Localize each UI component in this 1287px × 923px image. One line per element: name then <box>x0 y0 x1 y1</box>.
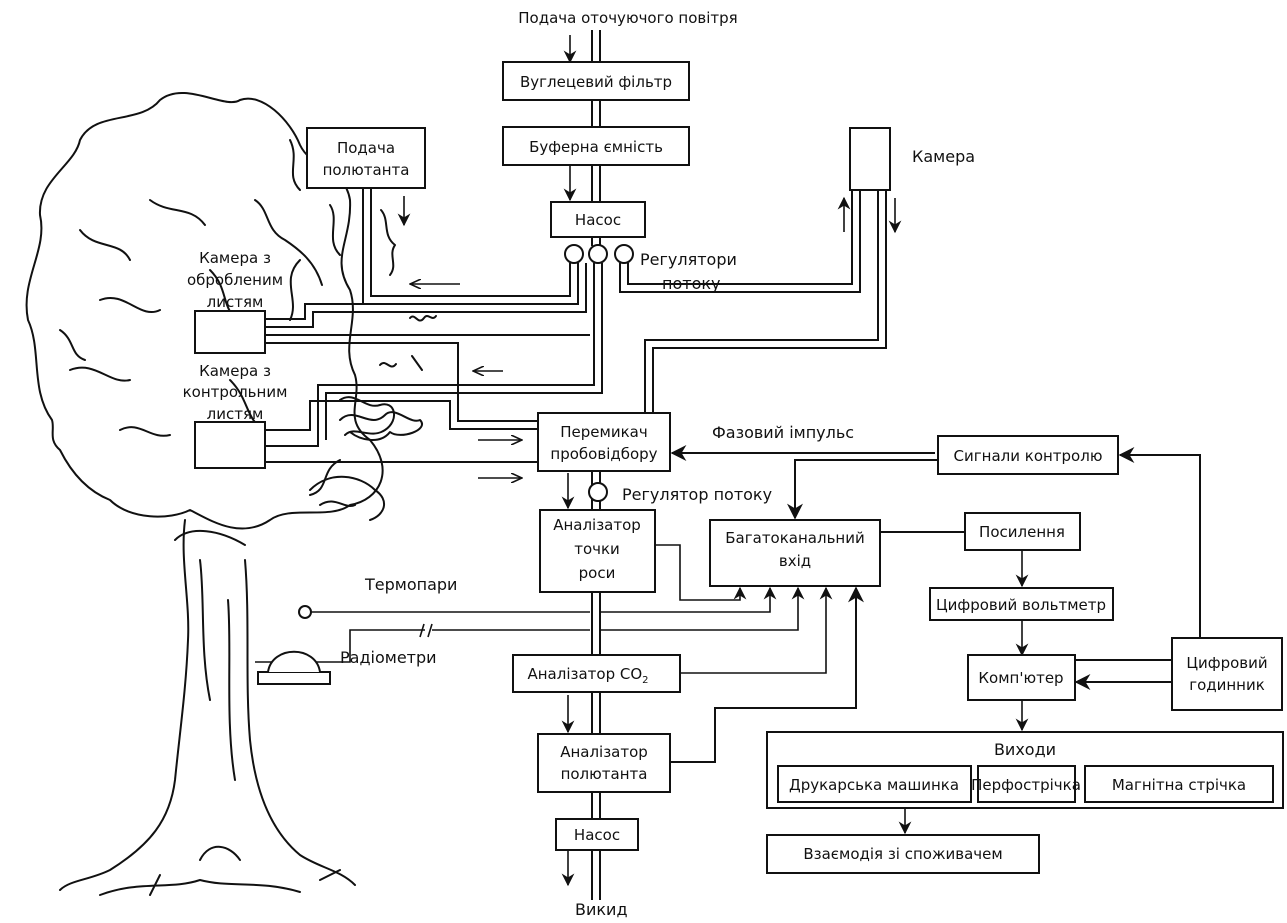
tree-illustration <box>25 91 395 896</box>
amplification: Посилення <box>964 512 1081 551</box>
user-interaction: Взаємодія зі споживачем <box>766 834 1040 874</box>
pump-top: Насос <box>550 201 646 238</box>
flow-regulator-label: Регулятор потоку <box>622 485 772 504</box>
pollutant-analyzer: Аналізатор полютанта <box>537 733 671 793</box>
treated-chamber-label-3: листям <box>207 293 264 311</box>
svg-text:Виходи: Виходи <box>994 740 1056 759</box>
air-supply-label: Подача оточуючого повітря <box>518 9 737 27</box>
thermocouples-label: Термопари <box>364 575 457 594</box>
svg-text:годинник: годинник <box>1189 676 1265 694</box>
chamber-label: Камера <box>912 147 975 166</box>
treated-leaf-chamber <box>194 310 266 354</box>
pump-bottom: Насос <box>555 818 639 851</box>
outputs-group: Виходи Друкарська машинка Перфострічка М… <box>766 731 1284 809</box>
svg-text:Перемикач: Перемикач <box>560 423 647 441</box>
control-chamber-label: Камера з <box>199 362 271 380</box>
treated-chamber-label: Камера з <box>199 249 271 267</box>
computer: Комп'ютер <box>967 654 1076 701</box>
svg-text:Подача: Подача <box>337 139 395 157</box>
svg-text:Цифровий: Цифровий <box>1186 654 1267 672</box>
treated-chamber-label-2: обробленим <box>187 271 283 289</box>
sampling-switch: Перемикач пробовідбору <box>537 412 671 472</box>
svg-text:пробовідбору: пробовідбору <box>550 445 657 463</box>
flow-regulator-valves <box>564 244 634 502</box>
svg-text:Насос: Насос <box>574 826 620 844</box>
svg-text:Взаємодія зі споживачем: Взаємодія зі споживачем <box>803 845 1002 863</box>
svg-text:роси: роси <box>579 564 616 582</box>
flow-regulators-label: Регулятори <box>640 250 737 269</box>
co2-analyzer: Аналізатор СО2 <box>512 654 681 693</box>
buffer-tank: Буферна ємність <box>502 126 690 166</box>
svg-text:Багатоканальний: Багатоканальний <box>725 529 864 547</box>
svg-text:точки: точки <box>574 540 620 558</box>
svg-text:Аналізатор СО2: Аналізатор СО2 <box>527 665 648 686</box>
flow-regulators-label-2: потоку <box>662 274 721 293</box>
digital-clock: Цифровий годинник <box>1171 637 1283 711</box>
pollutant-supply: Подача полютанта <box>306 127 426 189</box>
svg-text:Сигнали контролю: Сигнали контролю <box>954 447 1103 465</box>
svg-text:Комп'ютер: Комп'ютер <box>978 669 1063 687</box>
svg-text:Посилення: Посилення <box>979 523 1065 541</box>
svg-text:Цифровий вольтметр: Цифровий вольтметр <box>936 596 1106 614</box>
control-leaf-chamber <box>194 421 266 469</box>
svg-text:Насос: Насос <box>575 211 621 229</box>
phase-pulse-label: Фазовий імпульс <box>712 423 854 442</box>
svg-text:полютанта: полютанта <box>323 161 410 179</box>
svg-text:Перфострічка: Перфострічка <box>971 776 1081 794</box>
exhaust-label: Викид <box>575 900 628 919</box>
multichannel-input: Багатоканальний вхід <box>709 519 881 587</box>
carbon-filter: Вуглецевий фільтр <box>502 61 690 101</box>
svg-text:Буферна ємність: Буферна ємність <box>529 138 663 156</box>
leaf-squiggles <box>339 209 437 441</box>
dewpoint-analyzer: Аналізатор точки роси <box>539 509 656 593</box>
control-chamber-label-2: контрольним <box>183 383 288 401</box>
svg-text:полютанта: полютанта <box>561 765 648 783</box>
svg-text:Аналізатор: Аналізатор <box>560 743 648 761</box>
svg-text:Вуглецевий фільтр: Вуглецевий фільтр <box>520 73 672 91</box>
svg-text:Аналізатор: Аналізатор <box>553 516 641 534</box>
digital-voltmeter: Цифровий вольтметр <box>929 587 1114 621</box>
svg-text:вхід: вхід <box>779 552 811 570</box>
svg-text:Магнітна стрічка: Магнітна стрічка <box>1112 776 1246 794</box>
sensors <box>257 605 331 685</box>
svg-text:Друкарська машинка: Друкарська машинка <box>789 776 959 794</box>
radiometers-label: Радіометри <box>340 648 437 667</box>
control-signals: Сигнали контролю <box>937 435 1119 475</box>
gas-chamber <box>849 127 891 191</box>
control-chamber-label-3: листям <box>207 405 264 423</box>
